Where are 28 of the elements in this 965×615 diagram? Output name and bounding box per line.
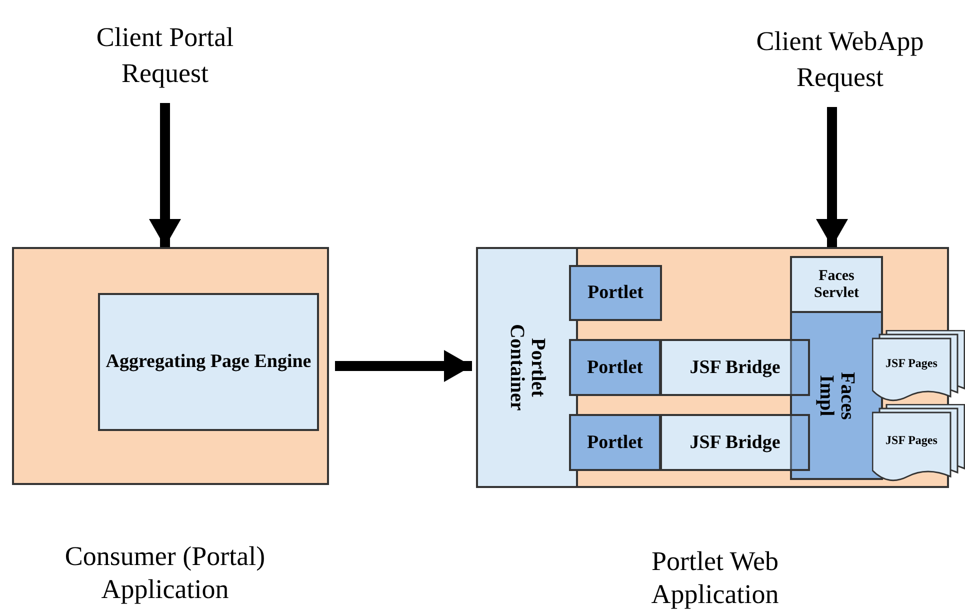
arrow [816, 107, 848, 247]
application-box [476, 247, 949, 488]
request-label: Client Portal Request [95, 21, 235, 90]
component-label: Faces Servlet [813, 268, 860, 302]
component-label: JSF Bridge [690, 356, 780, 378]
component-label: Portlet Container [506, 323, 548, 413]
portlet-box [569, 414, 661, 471]
component-label: JSF Pages [886, 432, 938, 448]
application-box [12, 247, 329, 485]
component-label: JSF Pages [886, 356, 938, 370]
component-label: Portlet [588, 282, 644, 304]
container-box [476, 247, 578, 488]
arrow [335, 350, 472, 382]
bridge-box [660, 339, 810, 396]
component-label: Faces Impl [816, 370, 858, 422]
portlet-box [569, 339, 661, 396]
request-label: Client WebApp Request [755, 25, 925, 94]
engine-box [98, 293, 319, 431]
servlet-box [790, 256, 883, 313]
component-label: Portlet [587, 432, 643, 454]
application-caption: Portlet Web Application [650, 545, 780, 611]
application-caption: Consumer (Portal) Application [64, 540, 266, 606]
arrow [149, 103, 181, 247]
component-label: Aggregating Page Engine [106, 351, 312, 373]
component-label: JSF Bridge [690, 432, 780, 454]
portlet-box [569, 265, 662, 321]
component-label: Portlet [587, 356, 643, 378]
bridge-box [660, 414, 810, 471]
